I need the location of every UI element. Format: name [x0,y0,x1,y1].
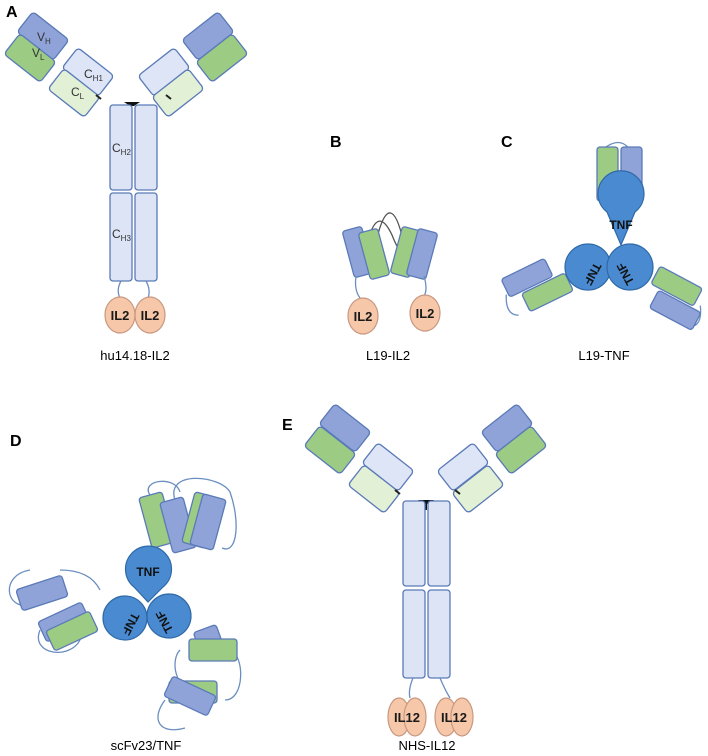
scfv-lower-left [501,258,574,316]
il12-subunit [403,697,427,737]
disulfide-bond [95,94,102,100]
cl-domain [48,69,100,117]
ch3-label: CH3 [112,227,131,243]
cl-domain [348,465,400,513]
tnf-monomer [606,243,654,291]
ch3-domain [427,589,451,679]
ch2-domain [134,104,158,191]
vl-domain [495,426,547,474]
il12-label: IL12 [394,710,420,725]
disulfide-bond [165,94,172,100]
cl-domain [452,465,504,513]
panel-b-caption: L19-IL2 [366,348,410,363]
il12-subunit [450,697,474,737]
vh-domain [649,290,701,330]
il2-cytokine [409,294,441,332]
scfv-lower-right [649,266,703,330]
vh-domain [501,258,553,297]
ch3-domain [402,589,426,679]
ch2-domain [402,500,426,587]
panel-a: A VH VL CH1 CL CH2 CH3 [4,4,248,363]
tnf-monomer [597,170,645,247]
panel-e: E IL12 IL12 NHS-IL12 [282,404,547,753]
il12-label: IL12 [441,710,467,725]
panel-d-caption: scFv23/TNF [111,738,182,753]
cl-domain [152,69,204,117]
panel-d: D TNF TNF TNF scFv23/TNF [8,433,242,753]
vl-domain [196,34,248,82]
panel-b-letter: B [330,134,342,151]
panel-c-caption: L19-TNF [578,348,629,363]
vh-domain [163,676,217,716]
panel-e-caption: NHS-IL12 [398,738,455,753]
ch2-label: CH2 [112,141,131,157]
vl-domain [304,426,356,474]
panel-b: B IL2 IL2 L19-IL2 [330,134,441,363]
panel-e-letter: E [282,417,293,434]
il2-label: IL2 [416,306,435,321]
vl-label: VL [32,46,45,62]
panel-a-right-arm [138,12,248,117]
vh-domain [189,493,227,551]
vh-domain [406,228,438,280]
ch3-domain [134,192,158,282]
vl-domain [651,266,703,306]
vl-domain [4,34,56,82]
vh-label: VH [37,30,51,46]
panel-a-left-arm: VH VL CH1 CL [4,12,114,117]
panel-a-caption: hu14.18-IL2 [100,348,169,363]
il2-label: IL2 [111,308,130,323]
panel-a-letter: A [6,4,18,21]
hinge [124,102,140,106]
vl-domain [45,611,99,651]
tnf-monomer [124,545,173,603]
il2-label: IL2 [141,308,160,323]
tnf-label: TNF [609,218,632,232]
vl-domain [521,273,574,312]
tnf-monomer [146,593,192,639]
ch2-domain [427,500,451,587]
ch1-label: CH1 [84,67,103,83]
vl-domain [358,228,390,280]
panel-c-letter: C [501,134,513,151]
il2-label: IL2 [354,309,373,324]
vh-domain [15,575,69,611]
cl-label: CL [71,85,85,101]
tnf-label: TNF [136,565,159,579]
il2-cytokine [347,297,379,335]
vl-domain [188,638,238,662]
ch2-domain [109,104,133,191]
panel-d-letter: D [10,433,22,450]
il2-cytokine [134,296,166,334]
disulfide-bond [454,489,461,495]
disulfide-bond [394,489,401,495]
panel-c: C TNF TNF TNF L19-TNF [501,134,703,363]
